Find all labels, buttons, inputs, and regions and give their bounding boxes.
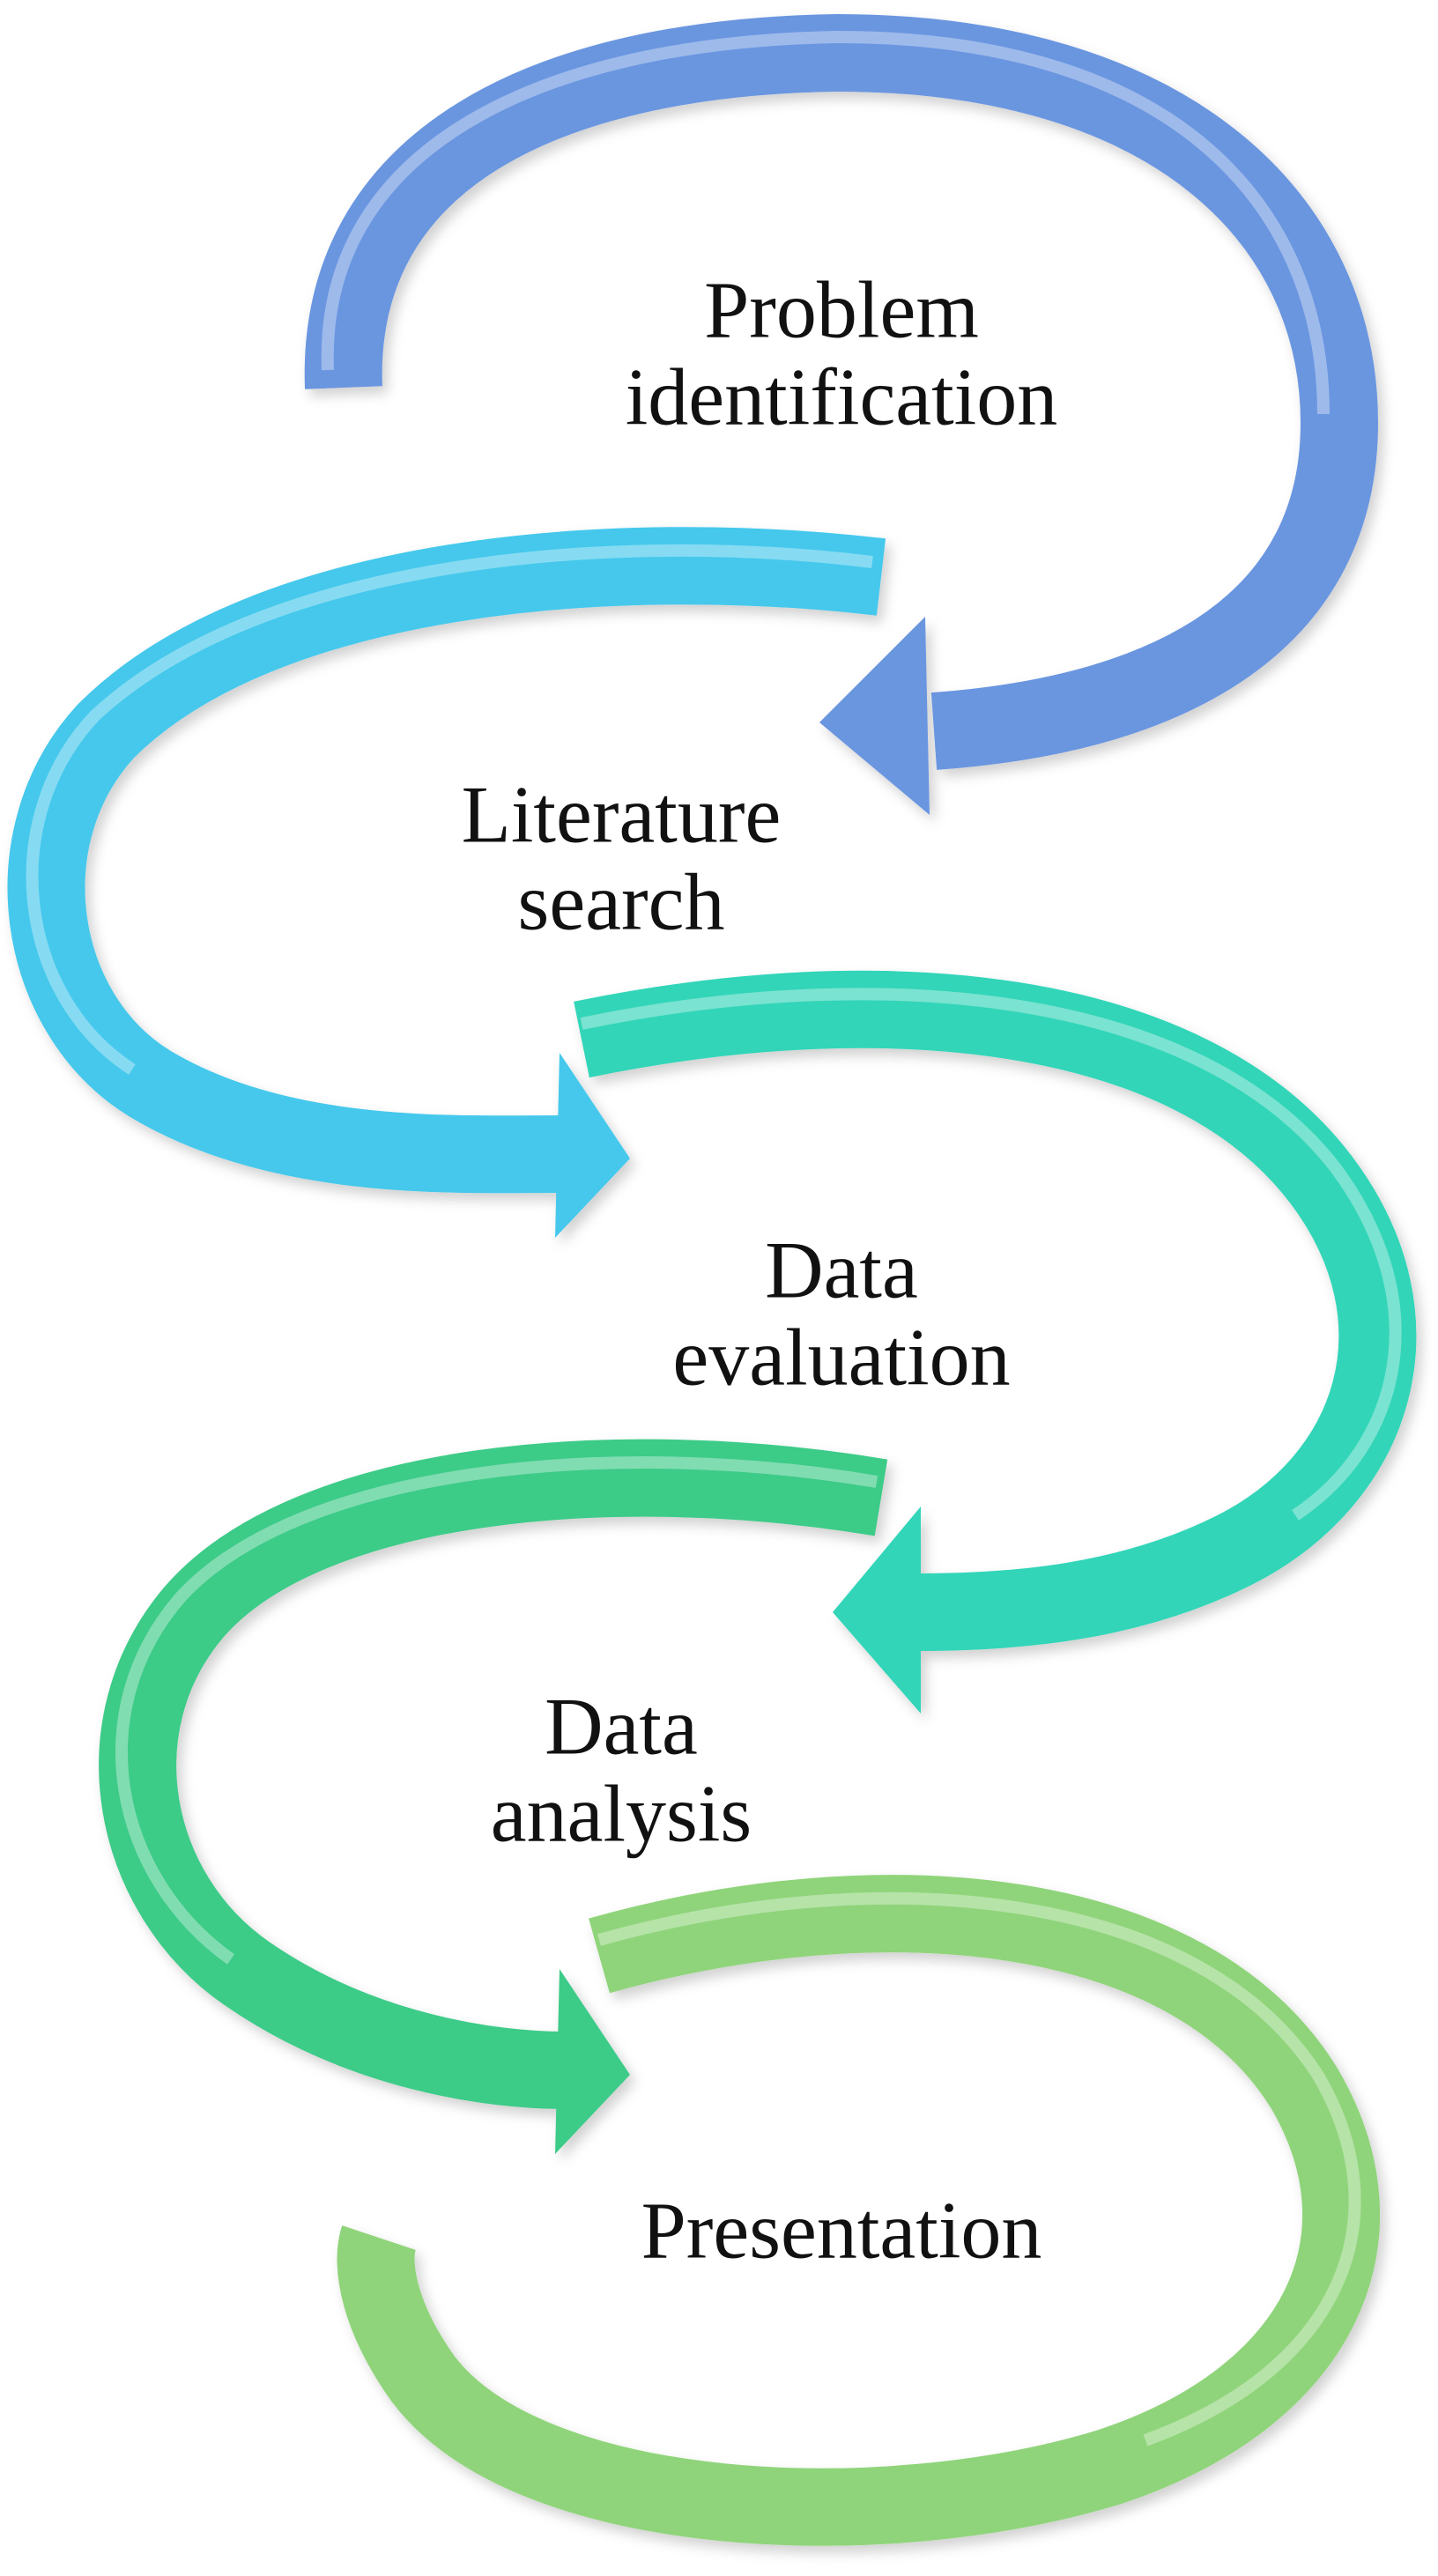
arrow-highlight: [115, 1456, 878, 1965]
step-label-line: identification: [625, 352, 1058, 442]
arrow-head: [555, 1053, 630, 1238]
step-label-data-analysis: Data analysis: [490, 1681, 752, 1859]
arrow-head: [833, 1506, 921, 1714]
arrow-body: [304, 13, 1379, 770]
step-label-literature-search: Literature search: [461, 769, 782, 947]
arrow-data-evaluation: [574, 970, 1417, 1714]
step-label-presentation: Presentation: [641, 2185, 1042, 2276]
arrow-presentation: [337, 1875, 1381, 2546]
arrow-highlight: [580, 988, 1402, 1521]
arrow-literature-search: [7, 527, 886, 1238]
step-label-problem-identification: Problem identification: [625, 264, 1058, 442]
step-label-line: analysis: [490, 1769, 752, 1859]
arrow-problem-identification: [304, 13, 1379, 815]
arrow-highlight: [26, 544, 873, 1075]
step-label-line: Data: [545, 1681, 698, 1772]
step-label-line: evaluation: [672, 1313, 1011, 1403]
arrow-highlight: [597, 1891, 1361, 2446]
arrow-body: [7, 527, 886, 1194]
step-label-data-evaluation: Data evaluation: [672, 1225, 1011, 1403]
step-label-line: search: [517, 857, 725, 947]
arrow-body: [574, 970, 1417, 1651]
arrow-head: [819, 617, 930, 815]
step-label-line: Literature: [461, 769, 782, 860]
step-label-line: Problem: [704, 264, 979, 355]
arrow-head: [555, 1969, 630, 2154]
arrow-data-analysis: [99, 1439, 888, 2154]
step-label-line: Data: [765, 1225, 918, 1315]
arrow-body: [99, 1439, 888, 2109]
arrow-highlight: [321, 30, 1330, 415]
arrow-body: [337, 1875, 1381, 2546]
step-label-line: Presentation: [641, 2185, 1042, 2276]
